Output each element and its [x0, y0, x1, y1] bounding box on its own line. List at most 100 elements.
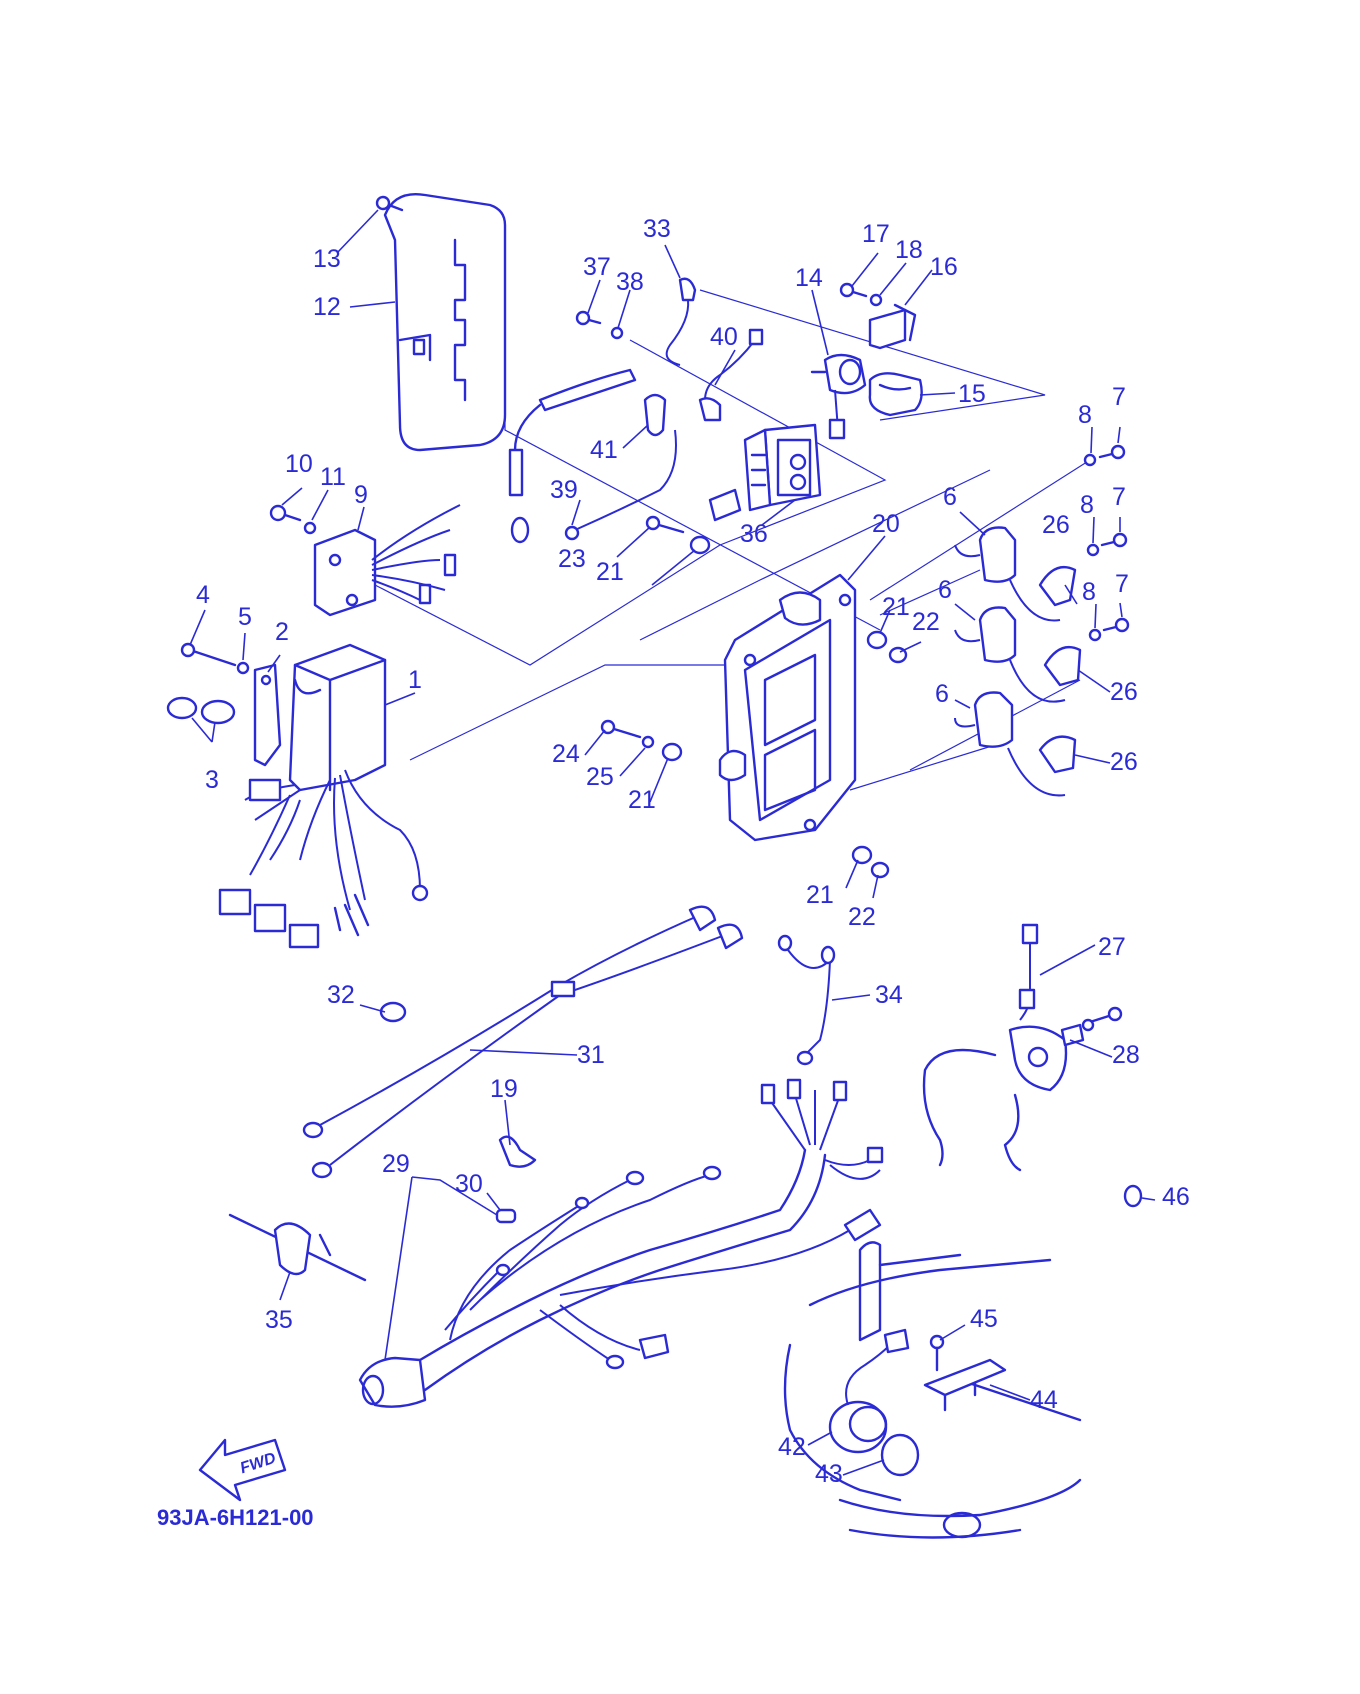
clamp-19: [498, 1135, 537, 1168]
callout-21b: 21: [882, 593, 910, 621]
callout-15: 15: [958, 380, 986, 408]
assembly-reference-lines: [374, 264, 1091, 791]
callout-12: 12: [313, 293, 341, 321]
spark-cap-26b: [1043, 645, 1082, 687]
bracket-44: [923, 1358, 1007, 1412]
cdi-unit: [218, 643, 429, 949]
callout-3: 3: [205, 766, 219, 794]
grommet-21d: [851, 845, 873, 865]
forward-arrow-icon: [198, 1438, 287, 1502]
washer-38: [610, 326, 624, 340]
grommet-43: [880, 1433, 920, 1477]
bolt-7b: [1100, 532, 1128, 548]
callout-6b: 6: [938, 576, 952, 604]
washer-8c: [1088, 628, 1102, 642]
callout-6a: 6: [943, 483, 957, 511]
ignition-coil-6b: [954, 606, 1066, 703]
thermoswitch-lead-27: [1018, 923, 1039, 1021]
bolt-17: [839, 282, 868, 298]
callout-29: 29: [382, 1150, 410, 1178]
callout-27: 27: [1098, 933, 1126, 961]
callout-30: 30: [455, 1170, 483, 1198]
callout-23: 23: [558, 545, 586, 573]
cable-tie-35: [228, 1213, 367, 1282]
washer-25: [641, 735, 655, 749]
relay-holder-15: [868, 372, 923, 417]
lead-wire-40: [698, 328, 764, 422]
washer-18: [869, 293, 883, 307]
callout-32: 32: [327, 981, 355, 1009]
ignition-coil-lead-33: [508, 277, 697, 544]
callout-6c: 6: [935, 680, 949, 708]
ignition-coil-6a: [954, 526, 1061, 622]
callout-16: 16: [930, 253, 958, 281]
callout-24: 24: [552, 740, 580, 768]
grommet-21c: [661, 742, 683, 762]
socket-42: [828, 1328, 910, 1454]
callout-42: 42: [778, 1433, 806, 1461]
callout-38: 38: [616, 268, 644, 296]
grommet-21b: [866, 630, 888, 650]
callout-34: 34: [875, 981, 903, 1009]
callout-11: 11: [320, 463, 346, 491]
callout-7a: 7: [1112, 383, 1126, 411]
callout-7c: 7: [1115, 570, 1129, 598]
callout-leaders: [189, 209, 1156, 1476]
callout-21d: 21: [806, 881, 834, 909]
callout-9: 9: [354, 481, 368, 509]
callout-7b: 7: [1112, 483, 1126, 511]
callout-21a: 21: [596, 558, 624, 586]
mounting-plate-20: [718, 573, 857, 842]
bolt-23: [645, 515, 685, 534]
callout-20: 20: [872, 510, 900, 538]
callout-45: 45: [970, 1305, 998, 1333]
starter-relay-14: [810, 353, 867, 440]
callout-43: 43: [815, 1460, 843, 1488]
callout-17: 17: [862, 220, 890, 248]
callout-37: 37: [583, 253, 611, 281]
callout-22a: 22: [912, 608, 940, 636]
grommet-21a: [689, 535, 711, 555]
clamp-32: [379, 1001, 407, 1023]
callout-18: 18: [895, 236, 923, 264]
main-harness-29: [358, 1078, 884, 1408]
lead-39: [564, 429, 677, 541]
spark-cap-26a: [1038, 565, 1077, 607]
callout-40: 40: [710, 323, 738, 351]
bolt-10: [269, 504, 302, 522]
clip-46: [1123, 1184, 1143, 1208]
cap-41: [643, 393, 667, 437]
cdi-bracket: [253, 663, 282, 767]
washer-8b: [1086, 543, 1100, 557]
callout-36: 36: [740, 520, 768, 548]
bolt-4: [180, 642, 237, 667]
callout-14: 14: [795, 264, 823, 292]
battery-cable-31: [302, 905, 744, 1179]
tube-30: [495, 1208, 517, 1224]
electrical-cover: [383, 193, 507, 452]
lower-cowling: [783, 1241, 1082, 1539]
callout-5: 5: [238, 603, 252, 631]
callout-35: 35: [265, 1306, 293, 1334]
callout-28: 28: [1112, 1041, 1140, 1069]
callout-26b: 26: [1110, 678, 1138, 706]
cover-bolt: [375, 195, 404, 212]
bolt-24: [600, 719, 642, 739]
ignition-coil-6c: [954, 691, 1066, 797]
collar-22b: [870, 861, 890, 879]
ignition-module-36: [708, 423, 822, 522]
screw-45: [929, 1334, 945, 1372]
callout-26c: 26: [1110, 748, 1138, 776]
callout-4: 4: [196, 581, 210, 609]
callout-26a: 26: [1042, 511, 1070, 539]
drawing-code: 93JA-6H121-00: [157, 1505, 314, 1530]
callout-31: 31: [577, 1041, 605, 1069]
callout-46: 46: [1162, 1183, 1190, 1211]
bolt-7a: [1098, 444, 1126, 460]
callout-2: 2: [275, 618, 289, 646]
cover-28: [922, 1006, 1123, 1172]
callout-1: 1: [408, 666, 422, 694]
washer-5: [236, 661, 250, 675]
spark-cap-26c: [1038, 735, 1077, 774]
